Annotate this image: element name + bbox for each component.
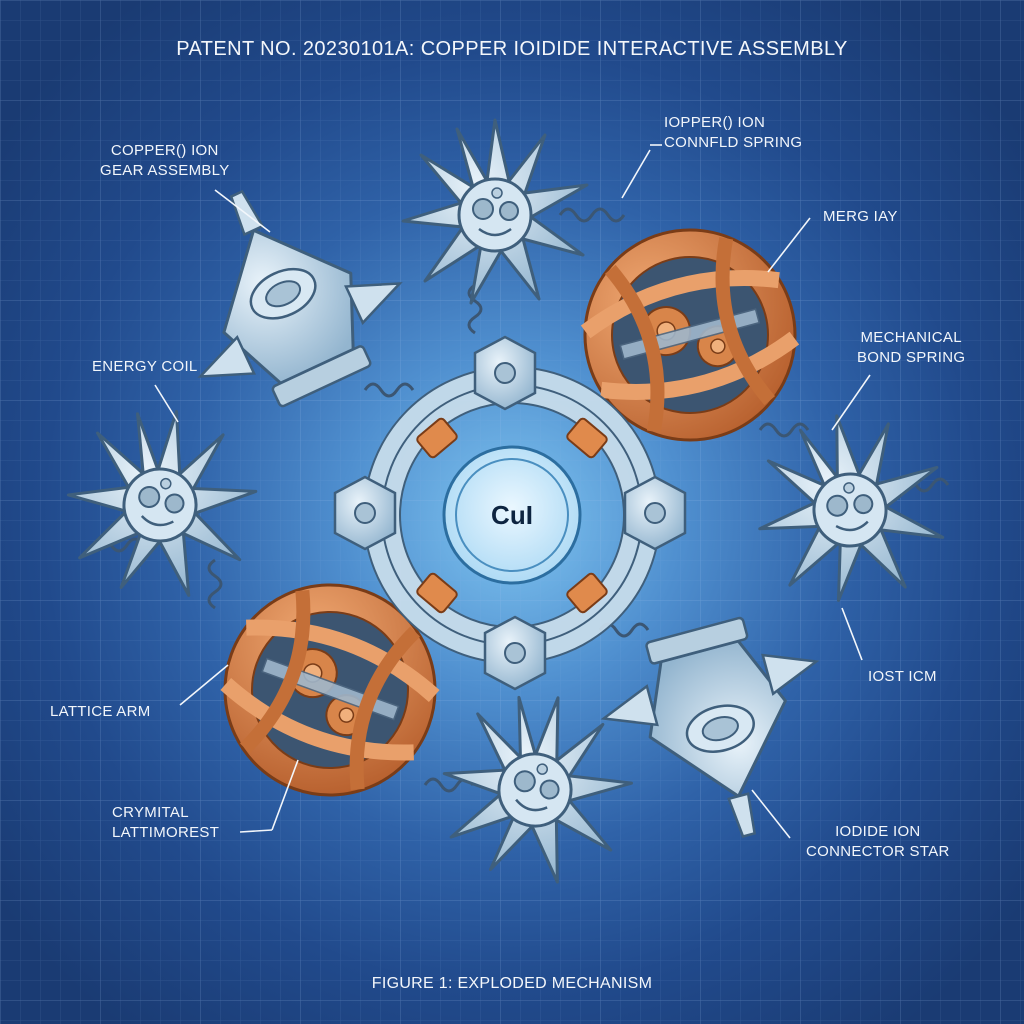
label-line: CONNECTOR STAR <box>806 843 950 860</box>
label-line: COPPER() ION <box>110 142 219 159</box>
label-line: IOST ICM <box>868 668 937 685</box>
label-iost: IOST ICM <box>868 667 937 687</box>
leader-lines <box>154 144 871 839</box>
label-line: BOND SPRING <box>857 349 966 366</box>
label-bond-spring: MECHANICAL BOND SPRING <box>857 328 965 368</box>
label-line: IODIDE ION <box>835 823 921 840</box>
page-title: PATENT NO. 20230101A: COPPER IOIDIDE INT… <box>176 38 848 60</box>
label-copper-gear: COPPER() ION GEAR ASSEMBLY <box>100 141 230 181</box>
label-merg: MERG IAY <box>823 207 898 227</box>
node-right <box>623 475 687 551</box>
node-top <box>473 335 537 411</box>
label-line: CONNFLD SPRING <box>664 134 803 151</box>
label-line: GEAR ASSEMBLY <box>100 162 230 179</box>
label-line: LATTIMOREST <box>112 824 220 841</box>
label-line: MERG IAY <box>823 208 898 225</box>
node-left <box>333 475 397 551</box>
label-ion-spring: IOPPER() ION CONNFLD SPRING <box>664 113 802 153</box>
label-line: IOPPER() ION <box>664 114 766 131</box>
figure-caption: FIGURE 1: EXPLODED MECHANISM <box>371 975 653 992</box>
center-label: CuI <box>491 500 533 530</box>
label-line: CRYMITAL <box>112 804 189 821</box>
label-lattice-arm: LATTICE ARM <box>50 702 151 722</box>
label-energy-coil: ENERGY COIL <box>92 357 198 377</box>
label-iodide-star: IODIDE ION CONNECTOR STAR <box>806 822 950 862</box>
label-line: LATTICE ARM <box>50 703 151 720</box>
node-bottom <box>483 615 547 691</box>
label-line: MECHANICAL <box>860 329 962 346</box>
label-line: ENERGY COIL <box>92 358 198 375</box>
label-crystal-lattice: CRYMITAL LATTIMOREST <box>112 803 219 843</box>
